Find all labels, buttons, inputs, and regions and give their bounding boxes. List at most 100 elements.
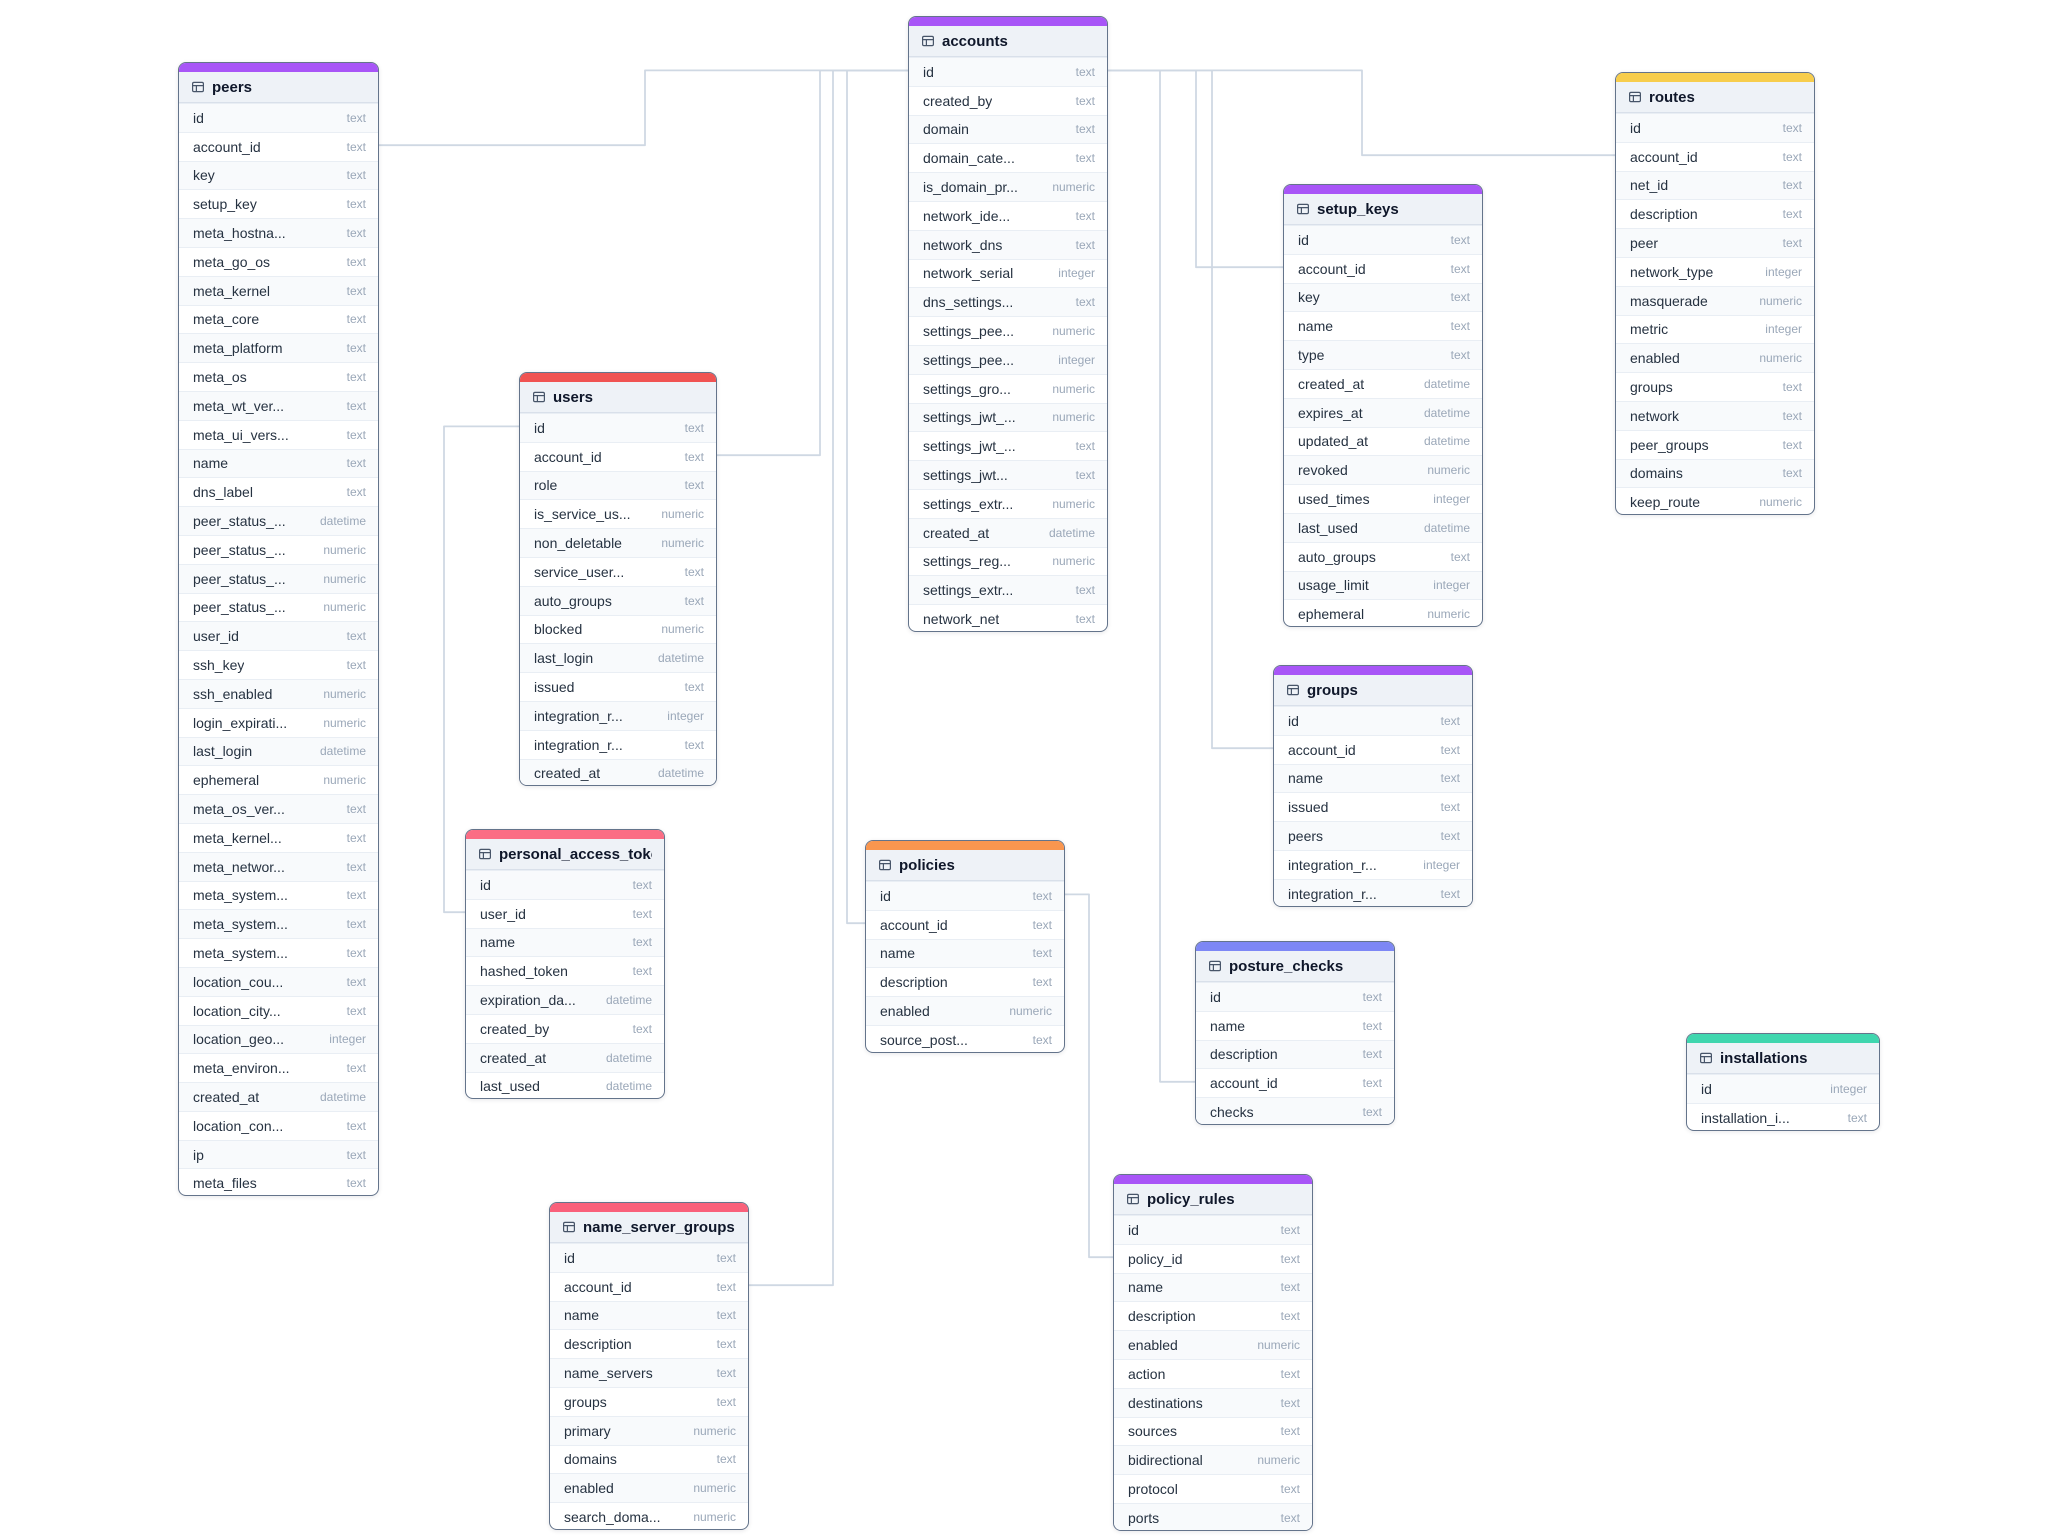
field-row[interactable]: location_city...text — [179, 995, 378, 1025]
field-row[interactable]: meta_networ...text — [179, 851, 378, 881]
field-row[interactable]: meta_os_ver...text — [179, 794, 378, 823]
field-row[interactable]: meta_ui_vers...text — [179, 419, 378, 449]
table-header[interactable]: name_server_groups — [550, 1212, 748, 1243]
field-row[interactable]: settings_pee...numeric — [909, 316, 1107, 345]
field-row[interactable]: settings_pee...integer — [909, 344, 1107, 374]
field-row[interactable]: integration_r...text — [520, 729, 716, 759]
field-row[interactable]: domain_cate...text — [909, 143, 1107, 172]
field-row[interactable]: source_post...text — [866, 1024, 1064, 1052]
field-row[interactable]: settings_jwt_...numeric — [909, 402, 1107, 432]
field-row[interactable]: location_cou...text — [179, 966, 378, 996]
table-header[interactable]: users — [520, 382, 716, 413]
field-row[interactable]: network_ide...text — [909, 200, 1107, 230]
field-row[interactable]: integration_r...integer — [520, 700, 716, 730]
field-row[interactable]: peer_status_...numeric — [179, 563, 378, 593]
field-row[interactable]: settings_jwt_...text — [909, 431, 1107, 460]
field-row[interactable]: expiration_da...datetime — [466, 985, 664, 1014]
field-row[interactable]: location_geo...integer — [179, 1024, 378, 1054]
table-header[interactable]: policy_rules — [1114, 1184, 1312, 1215]
field-row[interactable]: meta_hostna...text — [179, 218, 378, 247]
table-header[interactable]: routes — [1616, 82, 1814, 113]
field-row[interactable]: login_expirati...numeric — [179, 707, 378, 737]
field-row[interactable]: meta_kernel...text — [179, 822, 378, 852]
field-row[interactable]: settings_extr...numeric — [909, 488, 1107, 518]
field-row[interactable]: is_domain_pr...numeric — [909, 172, 1107, 201]
field-row[interactable]: settings_reg...numeric — [909, 546, 1107, 576]
table-header[interactable]: policies — [866, 850, 1064, 881]
